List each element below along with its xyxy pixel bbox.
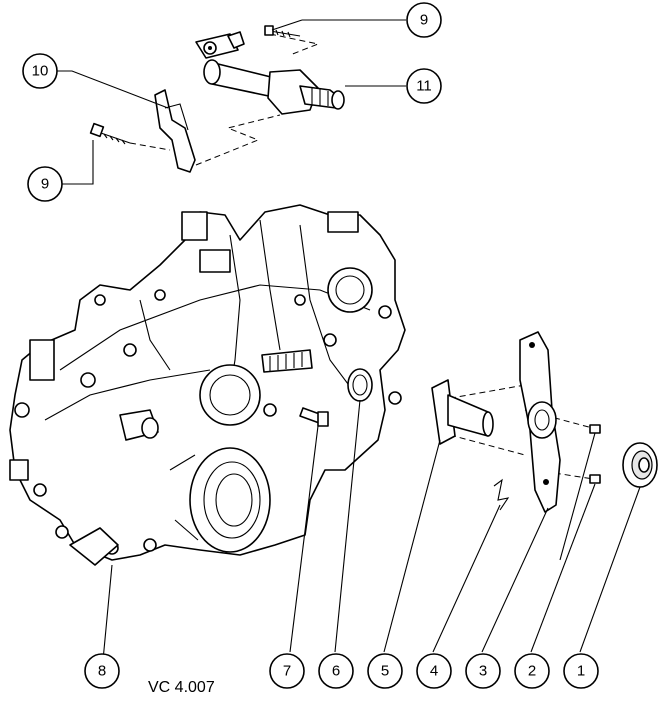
seal-ring — [347, 368, 373, 402]
callout-label: 9 — [420, 12, 428, 29]
callout-3: 3 — [465, 653, 501, 689]
callout-4: 4 — [416, 653, 452, 689]
callout-5: 5 — [367, 653, 403, 689]
bolt-lower — [89, 122, 131, 145]
figure-reference-code: VC 4.007 — [148, 679, 215, 696]
clutch-bracket — [154, 89, 196, 173]
callout-label: 5 — [381, 663, 389, 680]
release-bearing — [622, 442, 658, 488]
callout-label: 10 — [32, 63, 49, 80]
callout-8: 8 — [84, 653, 120, 689]
callout-label: 6 — [332, 663, 340, 680]
callout-11: 11 — [406, 68, 442, 104]
slave-cylinder — [195, 31, 345, 115]
callout-label: 2 — [528, 663, 536, 680]
release-lever — [519, 331, 561, 513]
callout-label: 4 — [430, 663, 438, 680]
callout-1: 1 — [563, 653, 599, 689]
callout-label: 8 — [98, 663, 106, 680]
callout-7: 7 — [269, 653, 305, 689]
callout-label: 7 — [283, 663, 291, 680]
guide-sleeve — [431, 379, 494, 445]
retaining-clip — [493, 478, 510, 511]
callout-label: 9 — [41, 176, 49, 193]
callout-2: 2 — [514, 653, 550, 689]
small-bolts — [589, 424, 601, 484]
callout-6: 6 — [318, 653, 354, 689]
callout-9-lower: 9 — [27, 166, 63, 202]
callout-label: 1 — [577, 663, 585, 680]
slave-cylinder-assembly — [89, 25, 345, 173]
sensor-bolt — [299, 407, 329, 427]
callout-label: 3 — [479, 663, 487, 680]
callout-label: 11 — [416, 78, 432, 95]
callout-9-upper: 9 — [406, 2, 442, 38]
bolt-upper — [264, 25, 301, 38]
callout-10: 10 — [22, 53, 58, 89]
gearbox-housing — [9, 204, 406, 566]
